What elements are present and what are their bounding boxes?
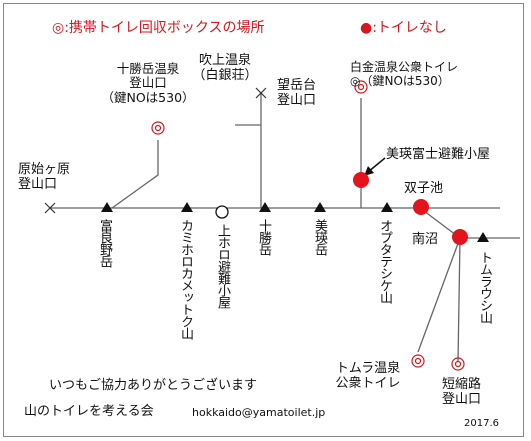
label-tokachidake: 十勝岳 [256, 219, 271, 255]
label-fukiage-onsen: 吹上温泉 （白銀荘） [192, 53, 258, 83]
tokachi-onsen-trail [111, 140, 159, 209]
label-bogakudai: 望岳台 登山口 [277, 78, 317, 108]
trailhead-marks [44, 87, 267, 214]
box-tanshukuro [451, 357, 465, 371]
route-lines [50, 93, 520, 363]
label-genshigahara: 原始ヶ原 登山口 [18, 162, 71, 192]
footer-org: 山のトイレを考える会 [24, 404, 154, 419]
box-shirogane-onsen [354, 80, 368, 94]
box-markers [151, 80, 465, 371]
peak-triangles [101, 202, 489, 242]
box-tokachidake-onsen [151, 121, 165, 135]
label-minaminuma: 南沼 [412, 232, 439, 247]
no-toilet-futagoike [413, 199, 429, 215]
peak-kamihoro [181, 202, 193, 212]
peak-furanodake [101, 202, 113, 212]
label-tomura-onsen: トムラ温泉 公衆トイレ [335, 361, 401, 391]
no-toilet-minaminuma [452, 229, 468, 245]
tanshukuro-trail [457, 237, 461, 363]
tomura-onsen-trail [417, 237, 461, 353]
peak-oputateshike [381, 202, 393, 212]
label-bieidake: 美瑛岳 [312, 219, 327, 255]
label-futagoike: 双子池 [404, 181, 444, 196]
no-toilet-biei-fuji-hut [353, 172, 369, 188]
box-tomura-onsen [411, 354, 425, 368]
label-shirogane-onsen: 白金温泉公衆トイレ ◎（鍵NOは530） [350, 60, 459, 88]
label-tanshukuro: 短縮路 登山口 [442, 377, 482, 407]
label-biei-fuji-hut: 美瑛富士避難小屋 [386, 147, 491, 162]
map-frame [3, 3, 524, 437]
label-tomuraushi: トムラウシ山 [477, 251, 492, 323]
hut-arrow [364, 157, 386, 176]
label-kamihoro-hut: 上ホロ避難小屋 [215, 224, 230, 308]
peak-tomuraushi [477, 232, 489, 242]
legend-no-toilet-label: ●:トイレなし [360, 20, 447, 36]
footer-email: hokkaido@yamatoilet.jp [192, 406, 326, 419]
no-toilet-dots [353, 172, 468, 245]
footer-thanks: いつもご協力ありがとうございます [49, 378, 258, 393]
peak-tokachidake [259, 202, 271, 212]
label-tokachidake-onsen: 十勝岳温泉 登山口 （鍵NOは530） [101, 61, 195, 105]
label-oputateshike: オプタテシケ山 [377, 219, 392, 303]
label-furanodake: 富良野岳 [97, 219, 112, 267]
footer-date: 2017.6 [464, 418, 499, 429]
legend-no-toilet-text: ●:トイレなし [360, 20, 447, 36]
label-kamihoro: カミホロカメットク山 [178, 219, 193, 339]
legend-box-label: ◎:携帯トイレ回収ボックスの場所 [52, 20, 265, 36]
peak-bieidake [314, 202, 326, 212]
hut-kamihoro-marker [215, 205, 229, 219]
